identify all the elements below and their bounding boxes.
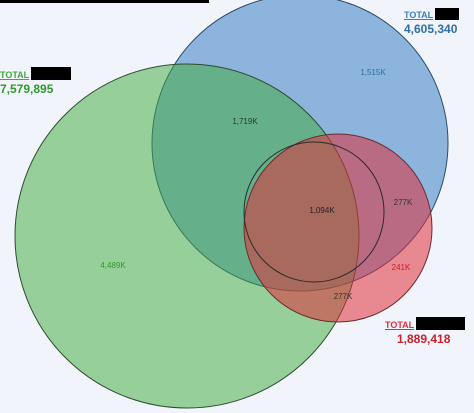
total-red: TOTAL 1,889,418 (385, 315, 466, 346)
region-label-red-only: 241K (392, 263, 411, 272)
total-blue: TOTAL 4,605,340 (404, 5, 460, 36)
redaction-green (31, 67, 72, 81)
region-label-green-only: 4,489K (100, 261, 126, 270)
region-label-green-red: 277K (334, 292, 353, 301)
total-green-value: 7,579,895 (0, 82, 54, 96)
circle-red[interactable] (243, 133, 433, 323)
region-label-blue-only: 1,515K (360, 68, 386, 77)
redaction-red (416, 317, 466, 331)
total-green-label: TOTAL (0, 70, 30, 80)
total-red-label: TOTAL (385, 320, 415, 330)
total-blue-label: TOTAL (404, 10, 434, 20)
total-red-value: 1,889,418 (397, 332, 451, 346)
region-label-blue-red: 277K (394, 198, 413, 207)
total-green: TOTAL 7,579,895 (0, 65, 72, 96)
region-label-blue-green: 1,719K (232, 117, 258, 126)
redaction-blue (435, 7, 460, 20)
top-redaction-bar (0, 0, 209, 3)
region-label-all-three: 1,094K (309, 206, 335, 215)
total-blue-value: 4,605,340 (404, 22, 458, 36)
center-highlight (243, 141, 385, 283)
